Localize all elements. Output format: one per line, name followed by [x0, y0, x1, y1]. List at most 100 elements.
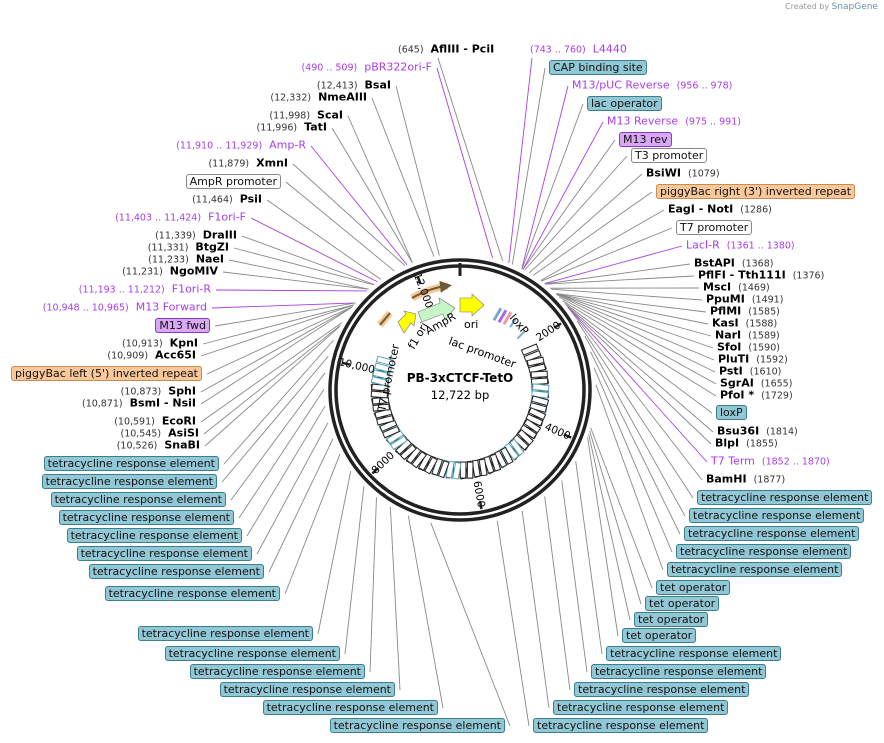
feature-t7-promoter[interactable]: T7 promoter	[676, 220, 753, 235]
feature-tetracycline-response-element[interactable]: tetracycline response element	[329, 718, 505, 733]
feature-tetracycline-response-element[interactable]: tetracycline response element	[667, 562, 843, 577]
enzyme-site-snabi[interactable]: (10,526) SnaBI	[117, 439, 200, 453]
primer-m13-forward[interactable]: (10,948 .. 10,965) M13 Forward	[43, 301, 207, 315]
feature-tet-operator[interactable]: tet operator	[634, 612, 709, 627]
primer-t7-term[interactable]: T7 Term (1852 .. 1870)	[711, 455, 830, 469]
enzyme-site-asisi[interactable]: (10,545) AsiSI	[120, 427, 199, 441]
enzyme-site-nari[interactable]: NarI (1589)	[715, 329, 780, 343]
enzyme-site-kpni[interactable]: (10,913) KpnI	[122, 337, 198, 351]
feature-tetracycline-response-element[interactable]: tetracycline response element	[262, 700, 438, 715]
enzyme-site-psii[interactable]: (11,464) PsiI	[192, 193, 262, 207]
feature-tetracycline-response-element[interactable]: tetracycline response element	[574, 682, 750, 697]
feature-tetracycline-response-element[interactable]: tetracycline response element	[88, 564, 264, 579]
feature-mark	[516, 330, 526, 340]
primer-amp-r[interactable]: (11,910 .. 11,929) Amp-R	[176, 139, 306, 153]
enzyme-site-eagi[interactable]: EagI - NotI (1286)	[668, 203, 772, 217]
enzyme-site-ppumi[interactable]: PpuMI (1491)	[706, 293, 784, 307]
feature-ampr-promoter[interactable]: AmpR promoter	[185, 174, 281, 189]
feature-tet-operator[interactable]: tet operator	[656, 580, 731, 595]
enzyme-site-sgrai[interactable]: SgrAI (1655)	[720, 377, 792, 391]
enzyme-site-bsu36i[interactable]: Bsu36I (1814)	[717, 425, 798, 439]
primer-f1ori-r[interactable]: (11,193 .. 11,212) F1ori-R	[79, 283, 211, 297]
feature-label: tetracycline response element	[689, 508, 865, 523]
site-name-2: Tth111I	[738, 268, 786, 282]
feature-tetracycline-response-element[interactable]: tetracycline response element	[689, 508, 865, 523]
enzyme-site-blpi[interactable]: BlpI (1855)	[715, 437, 778, 451]
leader-line	[203, 324, 341, 435]
feature-tetracycline-response-element[interactable]: tetracycline response element	[219, 682, 395, 697]
primer-laci-r[interactable]: LacI-R (1361 .. 1380)	[686, 239, 795, 253]
feature-tetracycline-response-element[interactable]: tetracycline response element	[697, 490, 873, 505]
enzyme-site-ecori[interactable]: (10,591) EcoRI	[114, 415, 196, 429]
feature-tetracycline-response-element[interactable]: tetracycline response element	[606, 646, 782, 661]
feature-tetracycline-response-element[interactable]: tetracycline response element	[76, 546, 252, 561]
feature-tetracycline-response-element[interactable]: tetracycline response element	[43, 456, 219, 471]
site-name: BstAPI	[694, 256, 735, 270]
site-position: (1491)	[751, 294, 784, 306]
primer-f1ori-f[interactable]: (11,403 .. 11,424) F1ori-F	[115, 211, 246, 225]
feature-tetracycline-response-element[interactable]: tetracycline response element	[591, 664, 767, 679]
enzyme-site-nmeaiii[interactable]: (12,332) NmeAIII	[270, 91, 367, 105]
feature-lac-operator[interactable]: lac operator	[587, 96, 662, 111]
feature-tet-operator[interactable]: tet operator	[645, 596, 720, 611]
feature-t3-promoter[interactable]: T3 promoter	[631, 148, 708, 163]
feature-tetracycline-response-element[interactable]: tetracycline response element	[189, 664, 365, 679]
leader-line	[436, 67, 494, 259]
feature-cap-binding-site[interactable]: CAP binding site	[549, 60, 647, 75]
feature-m13-fwd[interactable]: M13 fwd	[155, 318, 210, 333]
feature-tetracycline-response-element[interactable]: tetracycline response element	[41, 474, 217, 489]
feature-label: tetracycline response element	[43, 456, 219, 471]
enzyme-site-pflfi[interactable]: PflFI - Tth111I (1376)	[698, 268, 824, 283]
feature-piggybac-left-5-inverted-repeat[interactable]: piggyBac left (5') inverted repeat	[11, 366, 202, 381]
enzyme-site-xmni[interactable]: (11,879) XmnI	[208, 157, 288, 171]
enzyme-site-psti[interactable]: PstI (1610)	[719, 365, 781, 379]
feature-tetracycline-response-element[interactable]: tetracycline response element	[553, 700, 729, 715]
enzyme-site-sphi[interactable]: (10,873) SphI	[121, 385, 196, 399]
enzyme-site-naei[interactable]: (11,233) NaeI	[148, 253, 224, 267]
enzyme-site-pflmi[interactable]: PflMI (1585)	[710, 305, 780, 319]
enzyme-site-kasi[interactable]: KasI (1588)	[712, 317, 777, 331]
enzyme-site-sfoi[interactable]: SfoI (1590)	[717, 341, 780, 355]
enzyme-site-scai[interactable]: (11,998) ScaI	[269, 109, 343, 123]
enzyme-site-bsmi[interactable]: (10,871) BsmI - NsiI	[82, 397, 196, 411]
leader-line	[541, 227, 673, 282]
enzyme-site-bsiwi[interactable]: BsiWI (1079)	[646, 167, 720, 181]
enzyme-site-draiii[interactable]: (11,339) DraIII	[155, 229, 237, 243]
leader-line	[395, 85, 440, 256]
feature-loxp[interactable]: loxP	[716, 405, 747, 420]
primer-l4440[interactable]: (743 .. 760) L4440	[530, 43, 627, 57]
feature-tet-operator[interactable]: tet operator	[622, 628, 697, 643]
feature-tetracycline-response-element[interactable]: tetracycline response element	[50, 492, 226, 507]
enzyme-site-ngomiv[interactable]: (11,231) NgoMIV	[122, 265, 218, 279]
enzyme-site-pluti[interactable]: PluTI (1592)	[718, 353, 788, 367]
feature-tetracycline-response-element[interactable]: tetracycline response element	[164, 646, 340, 661]
primer-pbr322ori-f[interactable]: (490 .. 509) pBR322ori-F	[301, 61, 432, 75]
enzyme-site-bsai[interactable]: (12,413) BsaI	[317, 79, 391, 93]
feature-m13-rev[interactable]: M13 rev	[619, 132, 672, 147]
feature-piggybac-right-3-inverted-repeat[interactable]: piggyBac right (3') inverted repeat	[656, 184, 856, 199]
feature-tetracycline-response-element[interactable]: tetracycline response element	[533, 718, 709, 733]
feature-tetracycline-response-element[interactable]: tetracycline response element	[66, 528, 242, 543]
site-position: (1855)	[746, 438, 778, 450]
site-name-2: PciI	[471, 42, 495, 56]
leader-line	[556, 293, 714, 349]
feature-label: tetracycline response element	[262, 700, 438, 715]
feature-tetracycline-response-element[interactable]: tetracycline response element	[137, 626, 313, 641]
primer-m13-puc-reverse[interactable]: M13/pUC Reverse (956 .. 978)	[572, 79, 732, 93]
leader-line	[590, 351, 681, 535]
enzyme-site-afliii[interactable]: (645) AflIII - PciI	[398, 42, 495, 57]
ruler-tick-label: 4000	[543, 421, 572, 443]
enzyme-site-tati[interactable]: (11,996) TatI	[256, 121, 327, 135]
primer-m13-reverse[interactable]: M13 Reverse (975 .. 991)	[607, 115, 741, 129]
feature-tetracycline-response-element[interactable]: tetracycline response element	[104, 586, 280, 601]
feature-tetracycline-response-element[interactable]: tetracycline response element	[676, 544, 852, 559]
enzyme-site-bamhi[interactable]: BamHI (1877)	[706, 473, 785, 487]
enzyme-site-acc65i[interactable]: (10,909) Acc65I	[107, 349, 196, 363]
feature-tetracycline-response-element[interactable]: tetracycline response element	[58, 510, 234, 525]
feature-tetracycline-response-element[interactable]: tetracycline response element	[684, 526, 860, 541]
enzyme-site-pfoi[interactable]: PfoI * (1729)	[720, 389, 793, 403]
enzyme-site-msci[interactable]: MscI (1469)	[703, 281, 770, 295]
site-position: (1589)	[748, 330, 780, 342]
enzyme-site-btgzi[interactable]: (11,331) BtgZI	[148, 241, 229, 255]
enzyme-site-bstapi[interactable]: BstAPI (1368)	[694, 256, 773, 271]
